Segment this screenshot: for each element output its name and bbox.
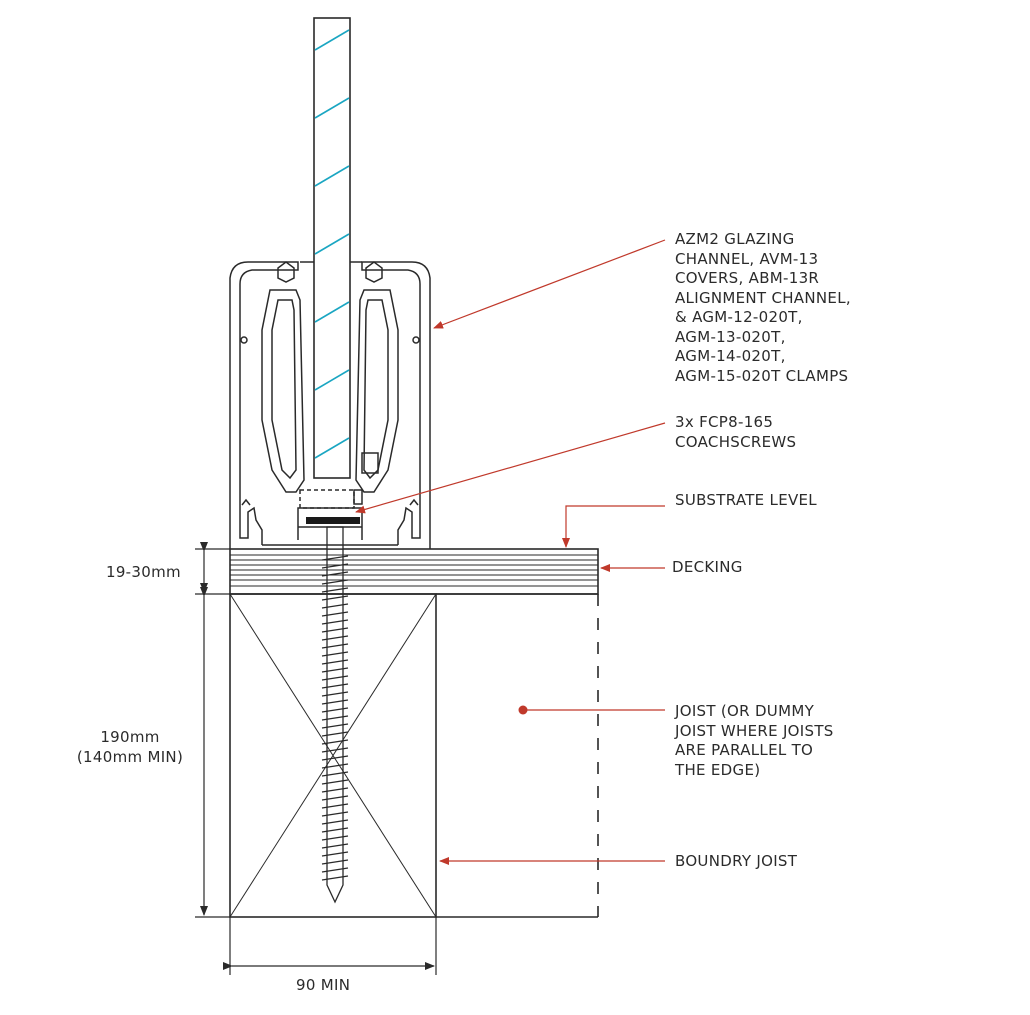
washer — [306, 517, 360, 524]
dim-decking-thickness: 19-30mm — [106, 563, 181, 581]
boundary-joist — [229, 593, 437, 918]
glazing-channel — [229, 261, 431, 549]
label-decking: DECKING — [672, 558, 743, 576]
glass-hatch-line — [314, 29, 350, 51]
dimension-lines — [195, 542, 437, 975]
joist-leader-dot — [518, 705, 528, 715]
leader-channel — [433, 239, 666, 329]
glass-hatch-line — [314, 97, 350, 119]
dummy-joist-outline — [436, 593, 599, 918]
glass-hatch-line — [314, 369, 350, 391]
label-substrate-level: SUBSTRATE LEVEL — [675, 491, 817, 509]
dim-joist-width: 90 MIN — [296, 976, 351, 994]
label-coachscrews: 3x FCP8-165 COACHSCREWS — [675, 413, 797, 451]
label-glazing-channel: AZM2 GLAZING CHANNEL, AVM-13 COVERS, ABM… — [675, 230, 851, 385]
leader-substrate — [562, 505, 665, 548]
dim-joist-height: 190mm (140mm MIN) — [76, 728, 184, 766]
leader-lines — [355, 239, 666, 865]
glass-hatch-line — [314, 437, 350, 459]
glass-hatch-line — [314, 301, 350, 323]
decking-board — [229, 548, 599, 595]
leader-coachscrews — [355, 422, 666, 514]
label-boundry-joist: BOUNDRY JOIST — [675, 852, 798, 870]
coachscrew — [321, 526, 349, 904]
glass-hatch-line — [314, 165, 350, 187]
glass-hatch-line — [314, 233, 350, 255]
glass-panel — [313, 17, 351, 479]
label-joist: JOIST (OR DUMMY JOIST WHERE JOISTS ARE P… — [675, 702, 834, 779]
